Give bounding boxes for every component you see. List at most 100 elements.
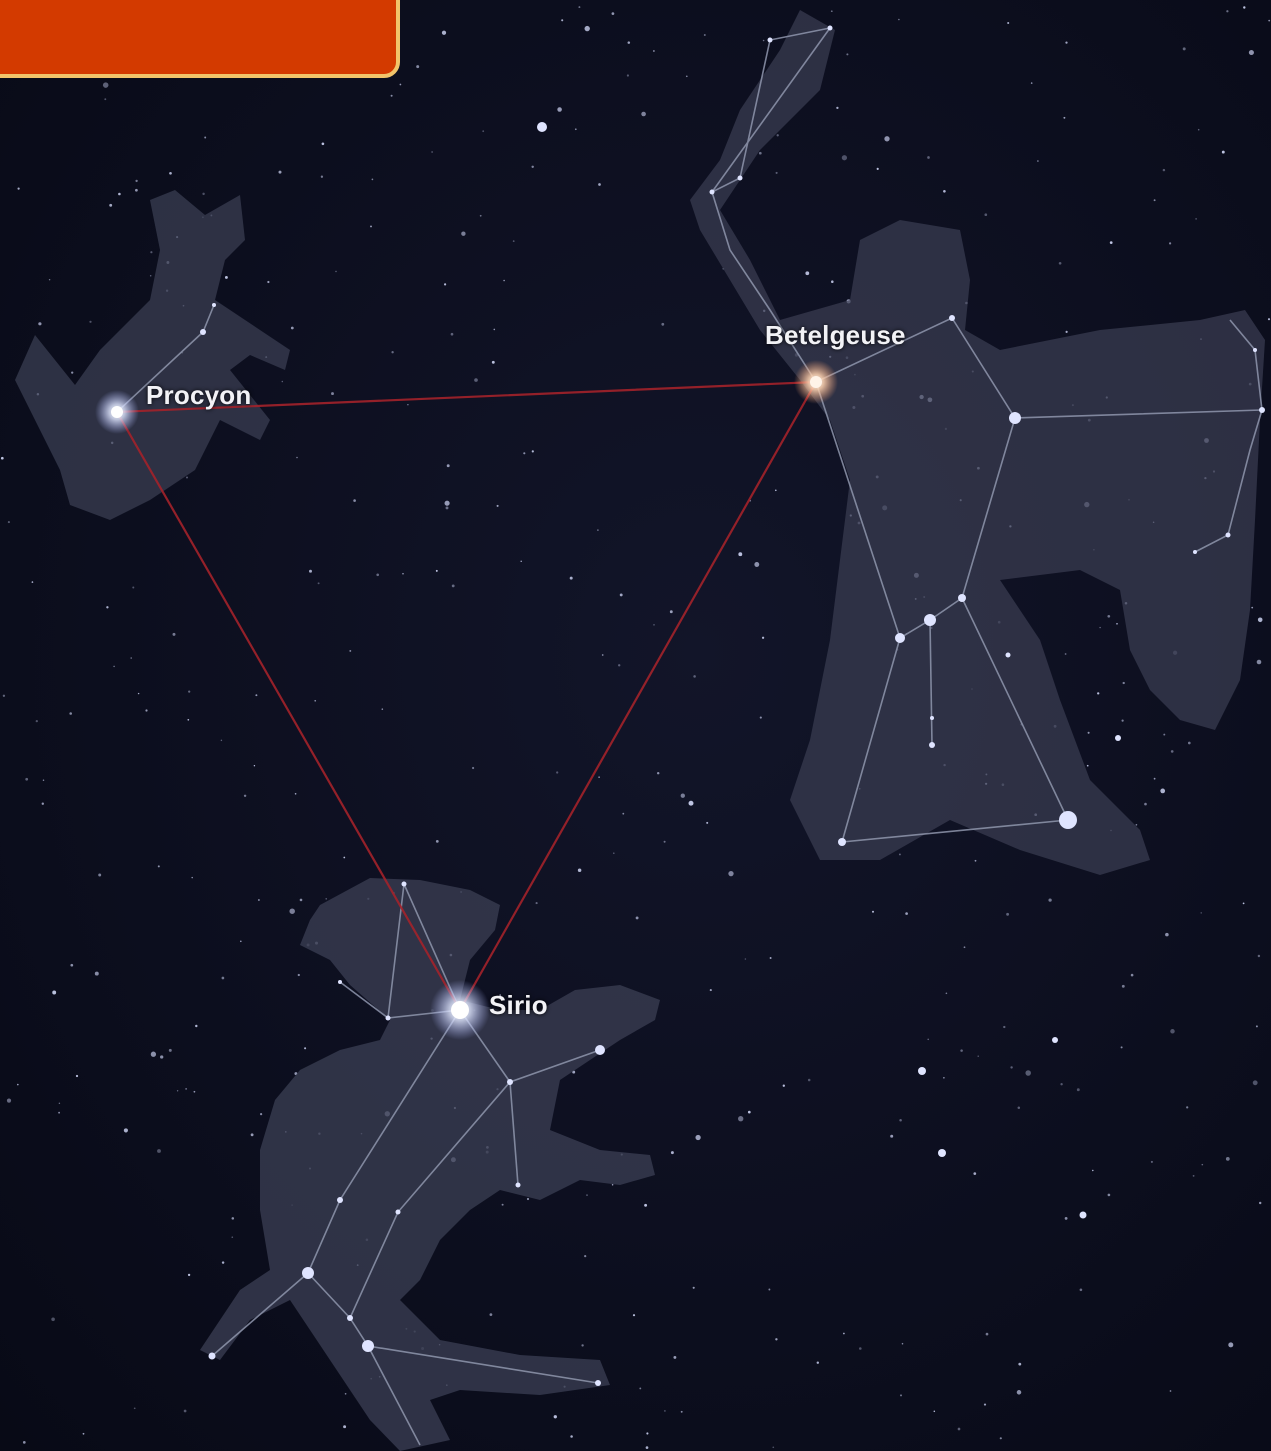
background-star: [113, 665, 115, 668]
star-procyon: [95, 390, 139, 434]
background-star: [1221, 150, 1225, 154]
background-star: [1121, 719, 1124, 722]
background-star: [135, 179, 138, 183]
background-star: [836, 106, 839, 110]
background-star: [106, 606, 109, 609]
background-star: [202, 192, 205, 196]
background-star: [1163, 733, 1166, 736]
background-star: [94, 971, 99, 976]
background-star: [132, 586, 135, 589]
background-star: [281, 380, 284, 383]
background-star: [17, 187, 20, 190]
background-star: [376, 573, 380, 577]
background-star: [2, 694, 6, 697]
background-star: [661, 322, 665, 326]
background-star: [635, 916, 639, 920]
star-betelgeuse: [794, 360, 838, 404]
background-star: [1257, 617, 1263, 623]
background-star: [1037, 160, 1039, 162]
background-star: [185, 1088, 187, 1090]
background-star: [645, 1446, 649, 1449]
background-star: [451, 584, 455, 588]
background-star: [1257, 954, 1261, 958]
background-star: [646, 1432, 649, 1435]
canis-minor-figure: [15, 190, 290, 520]
background-star: [531, 450, 534, 453]
winter-triangle: [115, 380, 818, 1013]
background-star: [7, 521, 10, 524]
background-star: [963, 946, 966, 949]
background-star: [317, 582, 320, 585]
background-star: [267, 280, 270, 284]
background-star: [653, 624, 655, 626]
background-star: [581, 1344, 584, 1347]
background-star: [1243, 6, 1246, 9]
background-star: [231, 1217, 235, 1220]
background-star: [578, 6, 581, 9]
background-star: [693, 675, 696, 678]
background-star: [1197, 128, 1200, 131]
title-banner: [0, 0, 400, 78]
background-star: [390, 94, 393, 97]
background-star: [692, 1286, 695, 1289]
background-star: [443, 283, 447, 286]
background-star: [1268, 19, 1271, 22]
background-star: [526, 1197, 530, 1201]
background-star: [984, 213, 988, 217]
background-star: [1186, 1106, 1189, 1109]
background-star: [25, 777, 29, 781]
label-betelgeuse: Betelgeuse: [765, 320, 906, 350]
background-star: [709, 989, 712, 992]
background-star: [123, 1128, 128, 1133]
orion-figure: [690, 10, 1265, 875]
constellation-stars: [200, 25, 1265, 1386]
background-star: [927, 1038, 929, 1041]
background-star: [1160, 788, 1166, 794]
background-star: [1182, 47, 1186, 51]
background-star: [221, 976, 225, 980]
background-star: [680, 793, 685, 798]
background-star: [619, 593, 623, 597]
background-star: [561, 19, 564, 22]
background-star: [22, 1441, 26, 1444]
background-star: [1030, 82, 1033, 84]
background-star: [1251, 606, 1254, 609]
background-star: [1087, 731, 1090, 734]
background-star: [243, 794, 247, 798]
background-star: [1192, 1174, 1195, 1177]
background-star: [830, 10, 833, 13]
background-star: [130, 657, 132, 659]
background-star: [747, 1110, 751, 1114]
background-star: [1058, 261, 1062, 265]
background-star: [738, 552, 743, 557]
background-star: [309, 569, 312, 573]
background-star: [983, 1403, 987, 1406]
background-star: [75, 1074, 79, 1078]
background-star: [343, 856, 346, 859]
background-star: [89, 320, 92, 323]
background-star: [489, 1313, 493, 1316]
background-star: [370, 225, 372, 228]
background-star: [762, 39, 765, 42]
background-star: [402, 573, 404, 575]
background-star: [325, 898, 327, 900]
background-star: [1060, 1083, 1063, 1086]
background-star: [41, 802, 44, 805]
background-star: [204, 136, 207, 139]
background-star: [900, 1394, 902, 1397]
background-star: [187, 718, 190, 721]
background-star: [335, 270, 337, 273]
background-star: [69, 712, 72, 715]
background-star: [622, 812, 625, 815]
background-star: [644, 1203, 648, 1207]
background-star: [42, 779, 45, 781]
background-star: [688, 800, 694, 806]
background-star: [584, 1255, 587, 1258]
background-star: [831, 280, 834, 283]
background-star: [553, 1415, 557, 1419]
background-star: [221, 1261, 225, 1264]
background-star: [768, 1288, 771, 1291]
background-star: [71, 371, 74, 374]
background-star: [253, 764, 256, 767]
background-star: [728, 870, 734, 877]
